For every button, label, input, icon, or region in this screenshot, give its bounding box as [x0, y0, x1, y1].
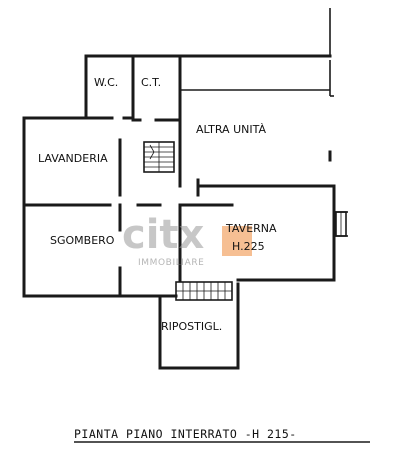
room-label-wc: W.C.	[94, 76, 118, 89]
room-label-altra-unita: ALTRA UNITÀ	[196, 123, 266, 136]
watermark-logo: citx	[122, 212, 205, 258]
interior-walls	[22, 54, 336, 298]
room-label-ripostiglio: RIPOSTIGL.	[161, 320, 222, 333]
room-label-taverna: TAVERNA	[225, 222, 277, 235]
plan-caption: PIANTA PIANO INTERRATO -H 215-	[74, 427, 297, 441]
watermark-subtitle: IMMOBILIARE	[138, 258, 204, 268]
room-label-sgombero: SGOMBERO	[50, 234, 115, 247]
room-label-ct: C.T.	[141, 76, 161, 89]
watermark-accent	[222, 226, 252, 256]
room-label-lavanderia: LAVANDERIA	[38, 152, 108, 165]
stair-lower	[175, 281, 233, 301]
stair-upper	[143, 141, 175, 173]
room-label-taverna-height: H.225	[232, 240, 265, 253]
exterior-walls	[22, 8, 336, 370]
watermark: citx IMMOBILIARE	[122, 212, 252, 268]
window	[334, 211, 348, 237]
